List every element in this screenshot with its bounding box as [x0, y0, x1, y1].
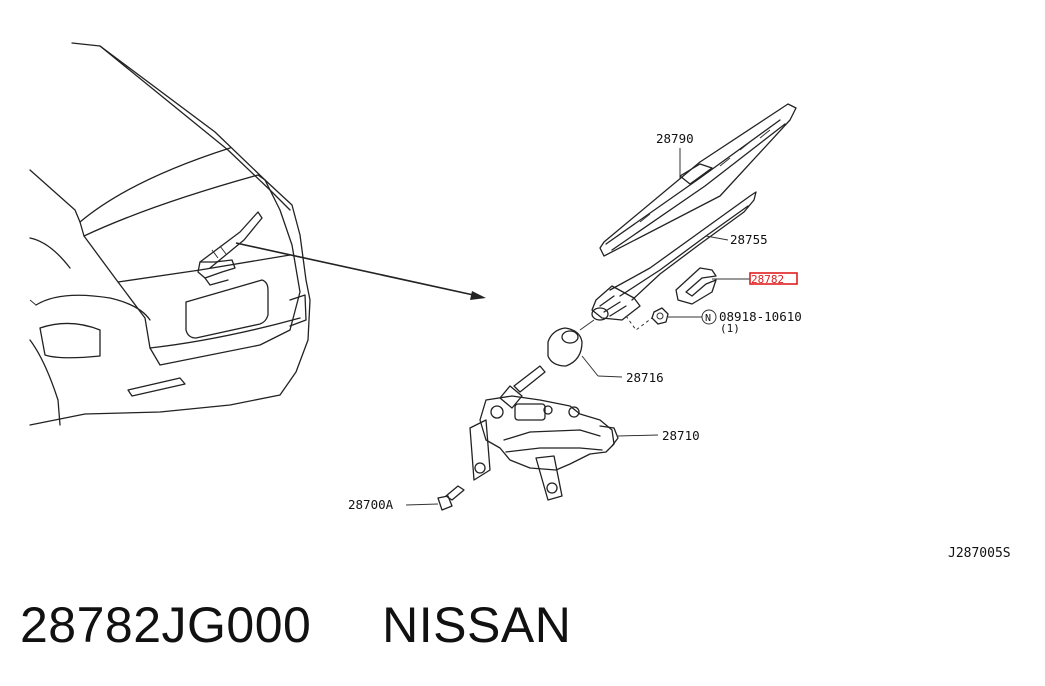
wiper-motor-part — [469, 365, 659, 501]
wiper-blade-part — [599, 103, 797, 257]
label-blade: 28790 — [656, 131, 694, 146]
nut-part — [651, 307, 717, 325]
label-cap: 28782 — [751, 273, 784, 286]
brand-name: NISSAN — [382, 597, 572, 653]
diagram-reference-code: J287005S — [948, 546, 1011, 561]
label-arm: 28755 — [730, 232, 768, 247]
label-motor: 28710 — [662, 428, 700, 443]
wiper-arm-cap-part — [675, 267, 750, 305]
pointer-arrow — [235, 242, 486, 300]
label-bolt: 28700A — [348, 497, 394, 512]
label-boot: 28716 — [626, 370, 664, 385]
part-caption: 28782JG000 NISSAN — [20, 596, 571, 654]
label-nut-quantity: (1) — [720, 322, 740, 335]
label-nut: 08918-10610 — [719, 309, 802, 324]
highlight-box — [749, 272, 798, 285]
part-number: 28782JG000 — [20, 597, 312, 653]
wiper-arm-part — [591, 191, 757, 331]
vehicle-rear-illustration — [29, 42, 311, 426]
part-labels: 28790 28755 28782 N 08918-10610 (1) 2871… — [348, 131, 1011, 561]
label-nut-symbol: N — [705, 313, 711, 324]
pivot-boot-part — [547, 319, 623, 378]
bolt-part — [405, 485, 465, 511]
